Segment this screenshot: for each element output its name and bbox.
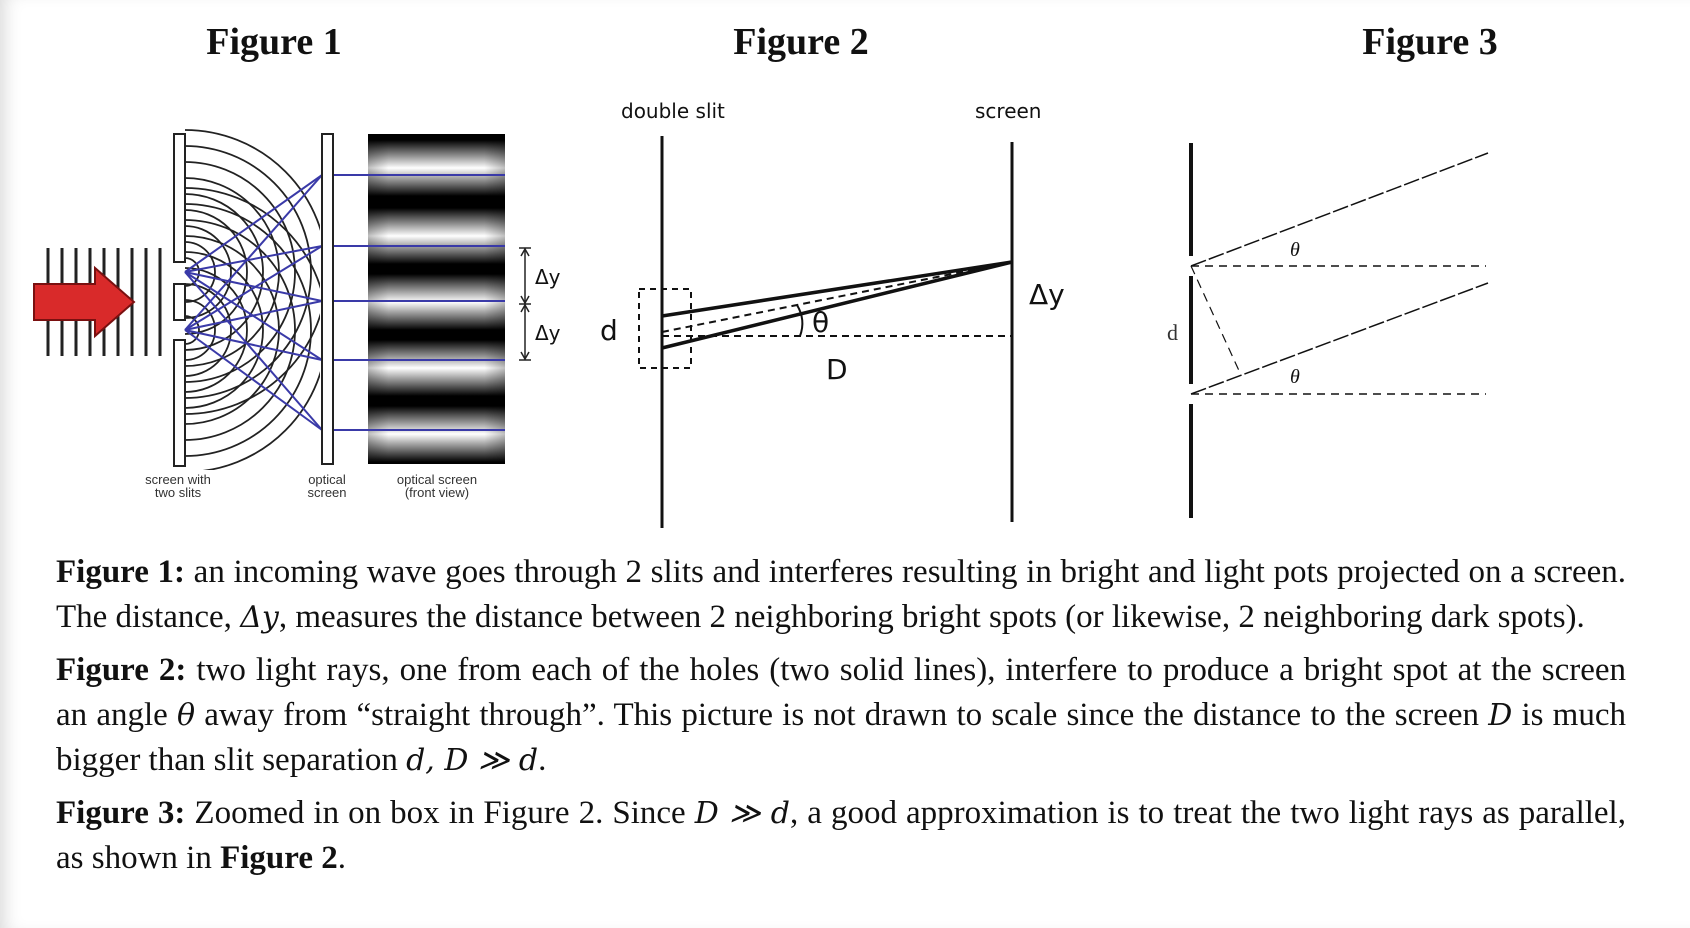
caption-figure-2: Figure 2: two light rays, one from each … [56,648,1626,783]
caption-3-text-a: Zoomed in on box in Figure 2. Since [185,795,695,831]
caption-3-text-c: . [337,840,346,876]
zoom-box [638,288,692,369]
caption-1-delta-y: Δy [240,600,279,635]
figure-3-title: Figure 3 [1362,21,1498,63]
path-difference-line [1190,265,1242,376]
caption-1-text-a: an incoming wave goes through 2 slits an… [56,554,1627,635]
caption-figure-1: Figure 1: an incoming wave goes through … [56,550,1626,640]
ray-bottom [661,260,1013,350]
caption-2-text-d: . [538,742,547,778]
caption-2-heading: Figure 2: [56,652,187,688]
fig2-d-label: d [600,314,618,347]
delta-y-markers [519,247,531,361]
caption-3-text-b: , a good approximation is to treat the t… [56,795,1626,876]
double-slit-label: double slit [621,99,725,123]
optical-screen-label-line1: optical [308,472,346,487]
fig1-delta-y-bottom-label: Δy [535,321,561,345]
figure-1-diagram: Δy Δy screen with two slits optical scre… [33,129,561,500]
ray-top [661,260,1013,318]
screen-with-two-slits-label-line1: screen with [145,472,211,487]
captions: Figure 1: an incoming wave goes through … [56,550,1626,889]
optical-screen-side [321,133,334,465]
caption-2-text-b: away from “straight through”. This pictu… [195,697,1489,733]
figure-1-title: Figure 1 [206,21,342,63]
caption-1-heading: Figure 1: [56,554,186,590]
fig3-theta-top-label: θ [1290,239,1300,261]
optical-screen-label-line2: screen [307,485,346,500]
optical-screen-front-view [368,134,505,464]
fig1-delta-y-top-label: Δy [535,265,561,289]
circular-wavefronts [185,129,320,470]
caption-2-relation: d, D ≫ d [406,743,539,778]
caption-2-text-c: is much bigger than slit separation [56,697,1627,778]
fig3-d-label: d [1167,320,1178,345]
figure-3-diagram: d θ θ [1167,143,1489,518]
incoming-wave-arrow-icon [33,265,136,339]
caption-1-text-b: , measures the distance between 2 neighb… [278,599,1585,635]
figure-2-title: Figure 2 [733,21,869,63]
fig2-delta-y-label: Δy [1029,278,1065,311]
top-parallel-ray [1190,152,1489,267]
fig2-theta-label: θ [812,306,829,339]
optical-screen-front-label-line1: optical screen [397,472,477,487]
caption-figure-3: Figure 3: Zoomed in on box in Figure 2. … [56,791,1626,881]
caption-2-D: D [1488,698,1513,733]
ray-center-dashed [661,261,1013,333]
double-slit-screen [173,133,186,467]
figure-2-diagram: double slit screen θ d D Δy [600,99,1065,528]
caption-3-relation: D ≫ d [694,796,790,831]
bottom-parallel-ray [1190,282,1489,395]
screen-label: screen [975,99,1041,123]
fig2-D-label: D [826,353,848,386]
fig3-theta-bottom-label: θ [1290,366,1300,388]
screen-with-two-slits-label-line2: two slits [155,485,202,500]
diagrams-svg: Δy Δy screen with two slits optical scre… [33,99,1489,528]
theta-arc [796,304,804,337]
caption-3-bold-ref: Figure 2 [220,840,338,876]
optical-screen-front-label-line2: (front view) [405,485,469,500]
caption-2-theta: θ [177,698,196,733]
caption-3-heading: Figure 3: [56,795,186,831]
caption-2-text-a: two light rays, one from each of the hol… [56,652,1627,733]
